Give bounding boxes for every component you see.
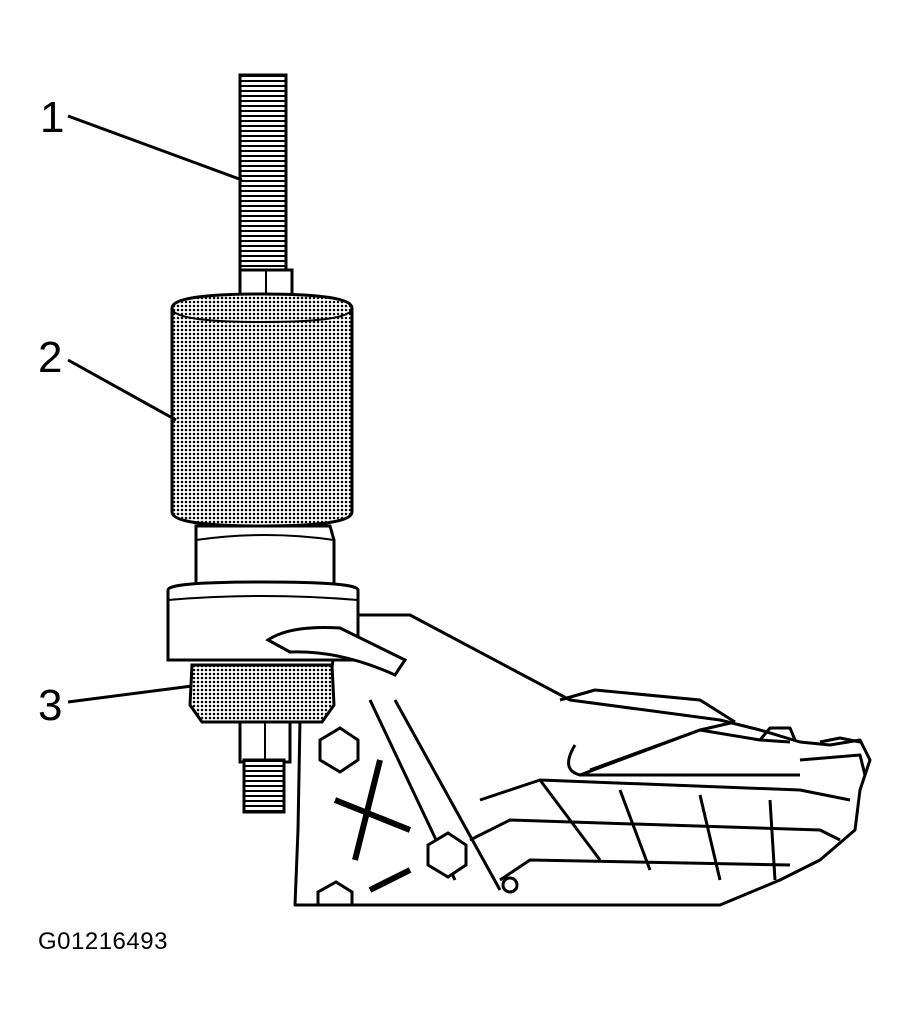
housing-bolts [316,726,468,907]
leader-line-3 [67,684,193,704]
callout-1: 1 [40,93,65,142]
bushing-lip [265,626,408,677]
callout-2: 2 [38,333,63,382]
leader-lines [67,114,243,704]
leader-line-2 [67,358,177,422]
lower-adapter [188,663,336,724]
callout-3: 3 [38,681,63,730]
housing [293,613,872,907]
leader-line-1 [67,114,243,182]
figure-id: G01216493 [38,928,168,955]
threaded-rod-upper [238,73,288,277]
cylinder-body [170,292,354,528]
threaded-rod-lower [242,758,286,814]
